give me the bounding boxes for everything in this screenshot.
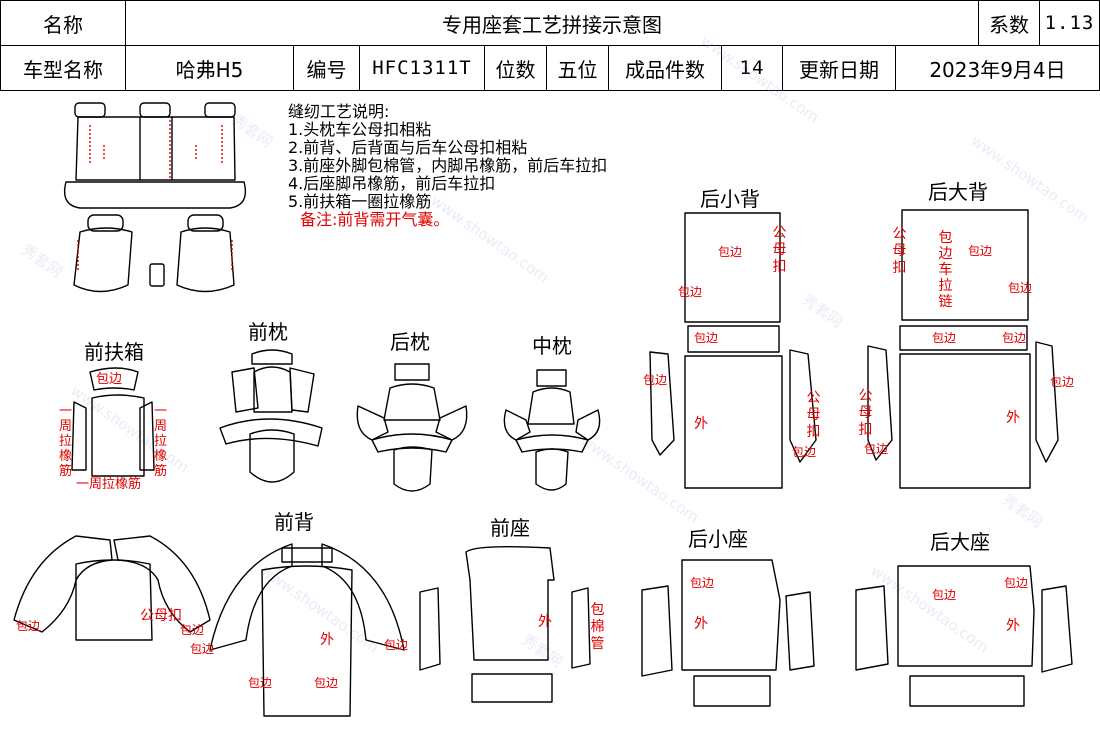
- edge-label: 包边: [180, 623, 205, 637]
- part-title-front-pillow: 前枕: [248, 320, 288, 344]
- elastic-label: 一周拉橡筋: [76, 477, 142, 492]
- rear-small-seat-pieces: [641, 559, 815, 707]
- edge-label: 包边: [384, 638, 409, 652]
- edge-label: 包边: [314, 676, 339, 690]
- edge-label: 包边: [968, 244, 993, 258]
- note-item: 3.前座外脚包棉管，内脚吊橡筋，前后车拉扣: [288, 156, 608, 175]
- edge-label: 包边: [792, 445, 817, 459]
- note-item: 1.头枕车公母扣相粘: [288, 120, 432, 139]
- notes-heading: 缝纫工艺说明:: [288, 102, 390, 121]
- outer-label: 外: [1006, 618, 1020, 634]
- edge-label: 包边: [190, 642, 215, 656]
- note-item: 4.后座脚吊橡筋，前后车拉扣: [288, 174, 496, 193]
- front-seat-pieces: [419, 545, 591, 703]
- edge-label: 包边: [248, 676, 273, 690]
- edge-label: 包边: [690, 576, 715, 590]
- front-pillow-pieces: [219, 349, 323, 483]
- part-title-rear-large-back: 后大背: [928, 180, 988, 204]
- snap-label: 公母扣: [892, 226, 907, 276]
- seat-overview-illustration: [63, 102, 247, 293]
- part-title-middle-pillow: 中枕: [532, 334, 572, 358]
- code-label: 编号: [293, 45, 360, 91]
- zipper-edge-label: 包边车拉链: [938, 230, 953, 310]
- part-title-rear-small-seat: 后小座: [688, 527, 748, 551]
- rear-pillow-pieces: [356, 363, 468, 492]
- part-title-rear-pillow: 后枕: [390, 330, 430, 354]
- rear-large-seat-pieces: [855, 565, 1073, 707]
- date-label: 更新日期: [782, 45, 896, 91]
- edge-label: 包边: [96, 372, 123, 387]
- part-title-front-back: 前背: [274, 510, 314, 534]
- snap-label: 公母扣: [806, 390, 821, 440]
- edge-label: 包边: [16, 619, 41, 633]
- elastic-label: 一周拉橡筋: [153, 404, 167, 479]
- date-value: 2023年9月4日: [895, 45, 1100, 91]
- model-value: 哈弗H5: [125, 45, 294, 91]
- part-title-rear-large-seat: 后大座: [930, 530, 990, 554]
- outer-label: 外: [1006, 410, 1020, 426]
- coef-label: 系数: [978, 0, 1040, 46]
- snap-label: 公母扣: [772, 225, 787, 275]
- edge-label: 包边: [932, 588, 957, 602]
- part-title-front-seat: 前座: [490, 516, 530, 540]
- edge-label: 包边: [864, 442, 889, 456]
- seats-value: 五位: [546, 45, 609, 91]
- note-item: 2.前背、后背面与后车公母扣相粘: [288, 138, 528, 157]
- rear-small-back-pieces: [649, 212, 817, 489]
- edge-label: 包边: [932, 331, 957, 345]
- middle-pillow-pieces: [503, 369, 601, 491]
- snap-label: 公母扣: [140, 608, 182, 624]
- outer-label: 外: [694, 616, 708, 632]
- outer-label: 外: [694, 416, 708, 432]
- edge-label: 包边: [1004, 576, 1029, 590]
- notes-remark: 备注:前背需开气囊。: [300, 210, 450, 229]
- edge-label: 包边: [1002, 331, 1027, 345]
- part-title-front-armrest: 前扶箱: [84, 340, 144, 364]
- outer-label: 外: [320, 632, 334, 648]
- snap-label: 公母扣: [858, 388, 873, 438]
- edge-label: 包边: [718, 245, 743, 259]
- header-table: 名称 专用座套工艺拼接示意图 系数 1.13 车型名称 哈弗H5 编号 HFC1…: [0, 0, 1100, 91]
- edge-label: 包边: [643, 373, 668, 387]
- edge-label: 包边: [1008, 281, 1033, 295]
- edge-label: 包边: [694, 331, 719, 345]
- outer-label: 外: [538, 614, 552, 630]
- rear-large-back-pieces: [867, 209, 1059, 489]
- note-item: 5.前扶箱一圈拉橡筋: [288, 192, 432, 211]
- part-title-rear-small-back: 后小背: [700, 187, 760, 211]
- front-back-pieces: [13, 535, 405, 717]
- elastic-label: 一周拉橡筋: [58, 404, 72, 479]
- edge-label: 包边: [678, 285, 703, 299]
- sewing-notes: 缝纫工艺说明: 1.头枕车公母扣相粘 2.前背、后背面与后车公母扣相粘 3.前座…: [288, 103, 607, 229]
- edge-label: 包边: [1050, 375, 1075, 389]
- front-armrest-pieces: [71, 367, 155, 477]
- cotton-tube-label: 包棉管: [590, 602, 605, 652]
